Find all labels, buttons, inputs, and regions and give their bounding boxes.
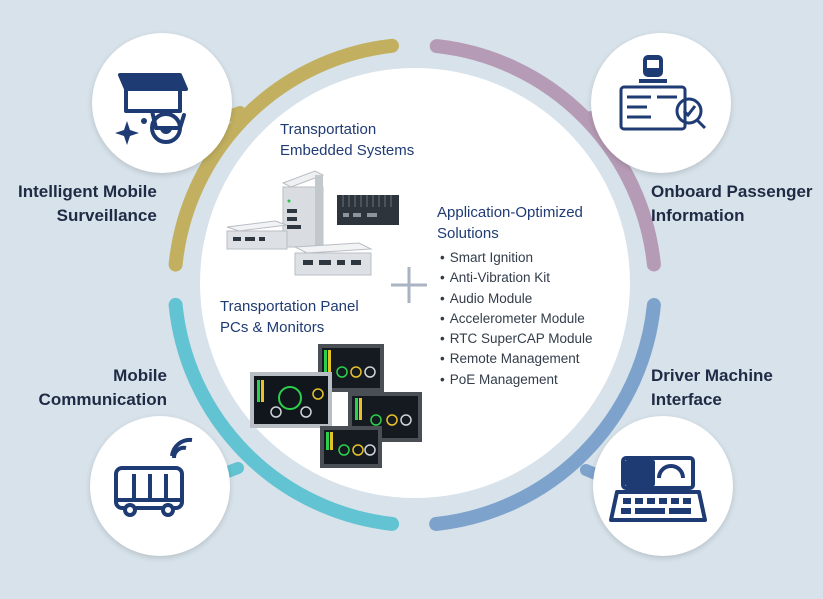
- panel-pcs-image: [250, 344, 422, 468]
- surveillance-label-line2: Surveillance: [56, 206, 157, 225]
- list-item: Smart Ignition: [440, 248, 593, 268]
- train-info-board-icon: [619, 55, 707, 131]
- security-camera-icon: [115, 73, 188, 145]
- list-item: Anti-Vibration Kit: [440, 268, 593, 288]
- list-item: PoE Management: [440, 370, 593, 390]
- communication-circle: [90, 416, 230, 556]
- driver-interface-label: Driver Machine Interface: [651, 364, 773, 412]
- list-item: Accelerometer Module: [440, 309, 593, 329]
- surveillance-label-line1: Intelligent Mobile: [18, 182, 157, 201]
- control-console-icon: [609, 456, 707, 522]
- embedded-heading-line2: Embedded Systems: [280, 142, 415, 159]
- surveillance-circle: [92, 33, 232, 173]
- driver-interface-label-line1: Driver Machine: [651, 366, 773, 385]
- list-item: Remote Management: [440, 349, 593, 369]
- communication-label-line2: Communication: [38, 390, 167, 409]
- list-item: Audio Module: [440, 289, 593, 309]
- driver-interface-arc: [429, 298, 661, 531]
- embedded-systems-image: [226, 170, 399, 276]
- solutions-heading-line2: Solutions: [437, 225, 499, 242]
- solutions-heading: Application-Optimized Solutions: [437, 202, 583, 244]
- driver-interface-label-line2: Interface: [651, 390, 722, 409]
- passenger-info-label-line1: Onboard Passenger: [651, 182, 813, 201]
- driver-interface-circle: [593, 416, 733, 556]
- solutions-heading-line1: Application-Optimized: [437, 204, 583, 221]
- panel-pcs-heading: Transportation Panel PCs & Monitors: [220, 296, 359, 338]
- passenger-info-label: Onboard Passenger Information: [651, 180, 813, 228]
- wireless-bus-icon: [114, 437, 193, 517]
- panel-heading-line1: Transportation Panel: [220, 298, 359, 315]
- communication-label: Mobile Communication: [20, 364, 167, 412]
- communication-arc: [168, 297, 400, 531]
- plus-icon: [391, 267, 427, 303]
- surveillance-label: Intelligent Mobile Surveillance: [18, 180, 157, 228]
- embedded-systems-heading: Transportation Embedded Systems: [280, 119, 414, 161]
- surveillance-arc: [168, 38, 399, 272]
- passenger-info-label-line2: Information: [651, 206, 745, 225]
- solutions-list: Smart Ignition Anti-Vibration Kit Audio …: [440, 248, 593, 390]
- communication-label-line1: Mobile: [113, 366, 167, 385]
- list-item: RTC SuperCAP Module: [440, 329, 593, 349]
- embedded-heading-line1: Transportation: [280, 121, 377, 138]
- passenger-info-circle: [591, 33, 731, 173]
- panel-heading-line2: PCs & Monitors: [220, 319, 325, 336]
